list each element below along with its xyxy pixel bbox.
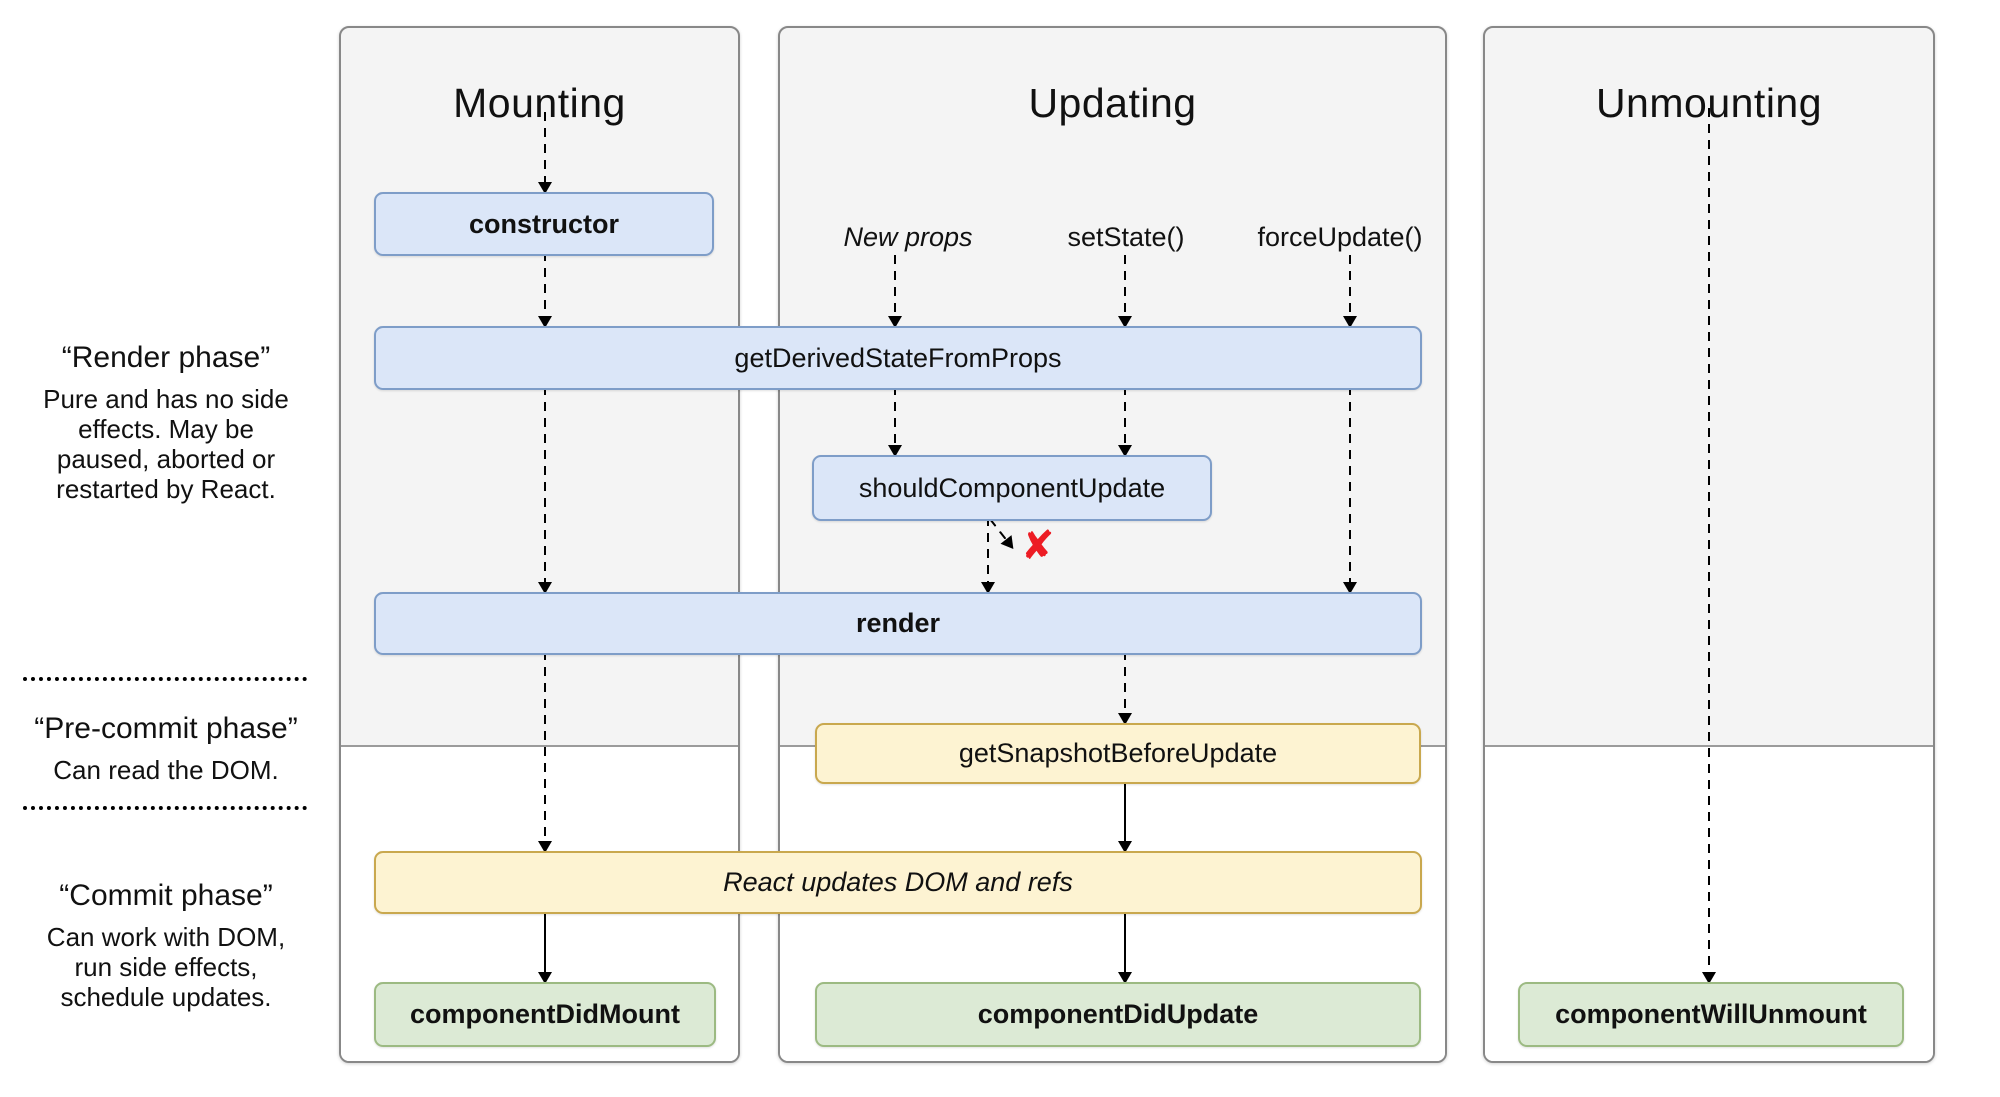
arrow-render-to-getsnapshot: [1124, 651, 1126, 723]
reject-x-icon: ✘: [1021, 524, 1055, 568]
arrow-getderived-to-shouldupdate-right: [1124, 386, 1126, 455]
arrow-constructor-to-getderived: [544, 252, 546, 326]
phase-commit: “Commit phase” Can work with DOM, run si…: [18, 878, 314, 1012]
phase-precommit-description: Can read the DOM.: [53, 755, 279, 785]
node-component-did-update: componentDidUpdate: [815, 982, 1421, 1047]
arrow-mounting-start-to-constructor: [544, 112, 546, 192]
arrow-reactupdates-to-didmount: [544, 910, 546, 982]
trigger-new-props: New props: [843, 222, 973, 252]
node-should-component-update: shouldComponentUpdate: [812, 455, 1212, 521]
node-constructor: constructor: [374, 192, 714, 256]
arrow-forceupdate-to-render: [1349, 386, 1351, 592]
phase-divider-bottom: [23, 806, 307, 810]
arrow-render-to-reactupdates-mounting: [544, 651, 546, 851]
arrow-getsnapshot-to-reactupdates: [1124, 780, 1126, 851]
arrow-setstate-to-getderived: [1124, 255, 1126, 326]
node-render: render: [374, 592, 1422, 655]
phase-render-title: “Render phase”: [61, 341, 271, 374]
arrow-shouldupdate-to-render: [987, 517, 989, 592]
phase-render-description: Pure and has no side effects. May be pau…: [43, 384, 289, 504]
phase-commit-title: “Commit phase”: [59, 879, 273, 912]
arrow-reactupdates-to-didupdate: [1124, 910, 1126, 982]
node-component-did-mount: componentDidMount: [374, 982, 716, 1047]
trigger-forceupdate: forceUpdate(): [1257, 222, 1423, 252]
arrow-unmounting-to-willunmount: [1708, 108, 1710, 982]
phase-render: “Render phase” Pure and has no side effe…: [18, 340, 314, 504]
column-title-updating: Updating: [1028, 80, 1197, 126]
arrow-getderived-to-shouldupdate-left: [894, 386, 896, 455]
phase-precommit-title: “Pre-commit phase”: [34, 712, 298, 745]
node-get-derived-state-from-props: getDerivedStateFromProps: [374, 326, 1422, 390]
arrow-getderived-to-render-mounting: [544, 386, 546, 592]
arrow-newprops-to-getderived: [894, 255, 896, 326]
phase-precommit: “Pre-commit phase” Can read the DOM.: [18, 711, 314, 785]
column-title-mounting: Mounting: [453, 80, 626, 126]
phase-divider-top: [23, 677, 307, 681]
phase-commit-description: Can work with DOM, run side effects, sch…: [46, 922, 286, 1012]
node-react-updates-dom-and-refs: React updates DOM and refs: [374, 851, 1422, 914]
node-get-snapshot-before-update: getSnapshotBeforeUpdate: [815, 723, 1421, 784]
node-component-will-unmount: componentWillUnmount: [1518, 982, 1904, 1047]
arrow-forceupdate-to-getderived: [1349, 255, 1351, 326]
trigger-setstate: setState(): [1067, 222, 1185, 252]
